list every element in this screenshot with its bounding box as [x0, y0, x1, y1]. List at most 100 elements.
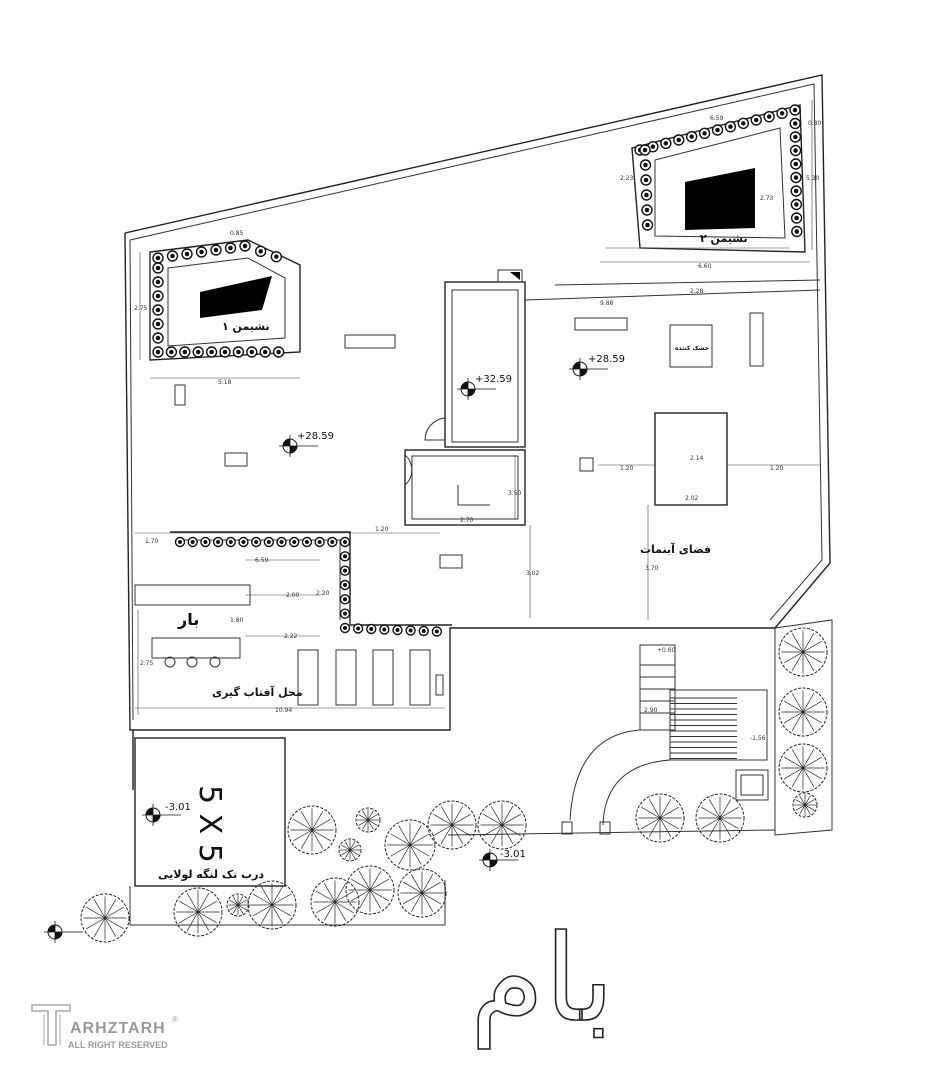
dim-text: 3.50 [508, 490, 522, 497]
sunbed [409, 649, 431, 706]
seating-1-planter: نشیمن ۱ 5.18 2.75 0.85 [134, 230, 301, 406]
shrub-icon [166, 250, 179, 262]
shrub-icon [289, 536, 300, 548]
shrub-icon [301, 536, 313, 548]
shrub-icon [263, 536, 275, 548]
shrub-icon [272, 346, 285, 358]
stair-tower: 3.50 2.70 [404, 269, 526, 526]
level-label: +32.59 [475, 374, 512, 385]
shrub-icon [246, 346, 258, 358]
tree-icon [397, 868, 447, 918]
seating-1-label: نشیمن ۱ [222, 320, 270, 333]
shrub-icon [195, 246, 208, 258]
shrub-icon [673, 134, 685, 146]
tree-icon [80, 893, 130, 943]
vent-8 [435, 674, 444, 696]
shrub-icon [259, 346, 271, 358]
shrub-icon [152, 290, 164, 302]
shrub-icon [339, 622, 351, 634]
logo-name: ARHZTARH [70, 1020, 166, 1037]
bar-label: بار [177, 610, 199, 629]
vent-6 [224, 452, 248, 467]
shrub-icon [224, 242, 237, 254]
level-marker-icon [457, 378, 496, 400]
shrub-icon [763, 110, 775, 123]
dim-text: 0.80 [808, 120, 822, 127]
shrub-icon [711, 124, 724, 136]
shrub-icon [418, 625, 429, 637]
solar-water-tank [654, 412, 728, 506]
dim-text: 2.23 [620, 175, 634, 182]
shrub-icon [789, 131, 802, 143]
roof-title: بام [469, 909, 615, 1050]
dim-text: 2.02 [685, 495, 699, 502]
solar-space-label: فضای آبنمات [640, 542, 711, 556]
dim-text: 3.02 [526, 570, 540, 577]
level-markers: +28.59 +32.59 +28.59 -3.01 -3.01 [44, 354, 625, 943]
logo-mark-icon [31, 1004, 71, 1046]
dim-text: 2.90 [644, 707, 658, 714]
site-boundary [124, 74, 831, 790]
shrub-icon [225, 536, 236, 548]
shrub-icon [174, 536, 186, 548]
shrub-icon [210, 244, 222, 256]
shrub-icon [179, 346, 191, 358]
shrub-icon [431, 626, 443, 637]
solar-services-area: 2.28 9.88 خشک کننده 1.20 1.20 2.14 2.02 … [524, 279, 821, 620]
level-marker-icon [569, 358, 608, 380]
dryer-label: خشک کننده [675, 345, 709, 352]
shrub-icon [790, 185, 802, 197]
shrub-icon [339, 579, 351, 591]
tree-icon [247, 880, 297, 930]
shrub-icon [232, 346, 245, 358]
tree-icon [310, 877, 360, 927]
seating-2-table [685, 168, 755, 230]
shrub-icon [789, 117, 801, 130]
shrub-icon [379, 624, 390, 635]
level-label: +28.59 [588, 354, 625, 365]
shrub-icon [200, 536, 211, 548]
shrub-icon [660, 137, 672, 150]
dim-text: 2.00 [286, 592, 300, 599]
level-label: +28.59 [297, 431, 334, 442]
level-label: -1.56 [750, 735, 766, 742]
shrub-icon [254, 245, 267, 258]
shrub-icon [790, 212, 803, 224]
level-label: -3.01 [165, 802, 191, 813]
shrub-icon [187, 536, 198, 548]
shrub-icon [192, 346, 204, 358]
tree-icon [173, 887, 223, 937]
tree-icon [792, 792, 818, 818]
shrub-icon [639, 159, 652, 171]
tree-icon [477, 800, 527, 850]
seating-2-planter: نشیمن ۲ 6.60 5.30 6.59 0.80 2.23 2.73 [600, 100, 822, 270]
tree-icon [778, 687, 828, 737]
tree-icon [345, 865, 395, 915]
shrub-icon [339, 594, 351, 605]
shrub-icon [165, 346, 178, 358]
shrub-icon [790, 171, 802, 184]
room-size-label: 5 X 5 [192, 785, 227, 863]
tree-icon [338, 838, 362, 862]
dim-text: 1.20 [375, 526, 389, 533]
shrub-icon [339, 608, 351, 619]
shrub-icon [685, 130, 698, 143]
dim-text: 2.14 [690, 455, 704, 462]
shrub-icon [152, 304, 164, 316]
vent-5 [344, 334, 396, 349]
dim-text: 5.30 [806, 175, 820, 182]
shrub-icon [212, 536, 224, 548]
level-marker-icon [279, 435, 318, 457]
shrub-icon [776, 107, 788, 120]
shrub-icon [791, 225, 803, 238]
shrub-icon [239, 240, 251, 252]
logo-registered: ® [172, 1015, 178, 1024]
dim-text: 2.73 [760, 195, 774, 202]
sunbed [335, 649, 357, 706]
tree-icon [355, 807, 381, 833]
sunbed [372, 649, 394, 706]
shrub-icon [152, 252, 164, 264]
shrub-icon [339, 565, 351, 576]
vent-2 [574, 317, 628, 331]
shrub-icon [790, 158, 802, 170]
